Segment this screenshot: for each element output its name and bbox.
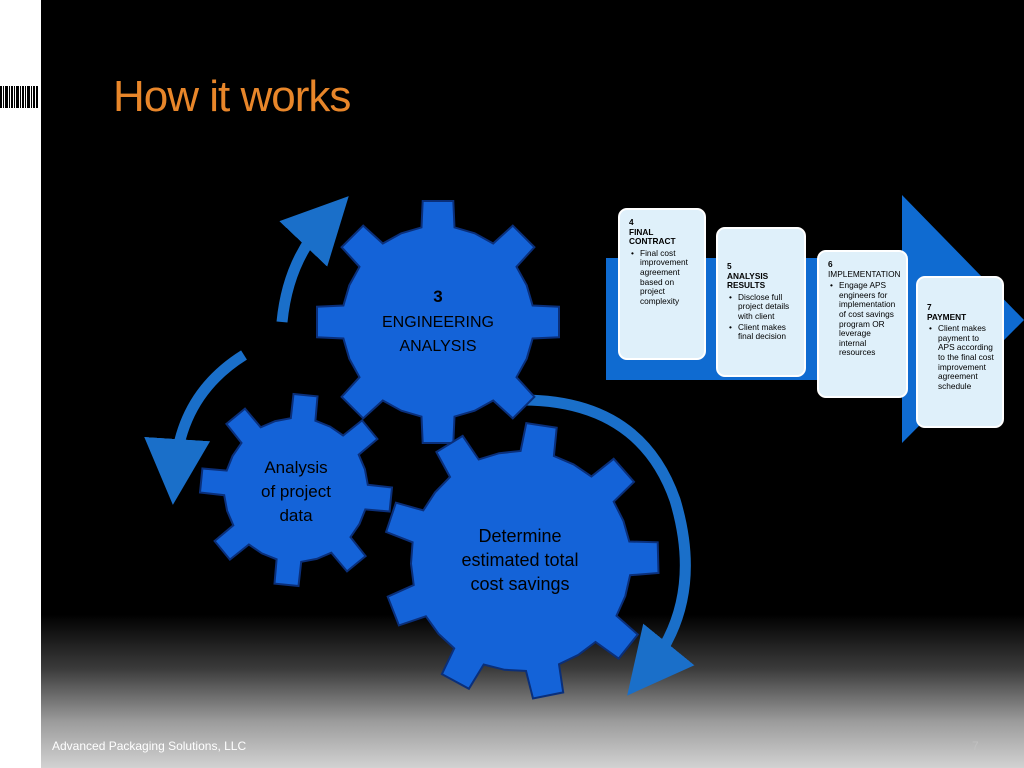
step-title: FINAL CONTRACT [629, 226, 676, 247]
gear-engineering-number: 3 [433, 287, 442, 306]
gear-analysis-project-data [198, 392, 394, 588]
gear-analysis-label-line1: Analysis [264, 458, 327, 477]
step-bullets: Disclose full project details with clien… [727, 292, 797, 342]
gear-analysis-label-line2: of project [261, 482, 331, 501]
barcode-icon [0, 86, 38, 108]
step-bullet: Disclose full project details with clien… [729, 292, 797, 322]
gear-engineering-label-line1: ENGINEERING [382, 314, 494, 331]
step-number: 6 [828, 259, 833, 269]
cycle-arrow-right [521, 394, 695, 696]
step-bullet: Client makes final decision [729, 322, 797, 342]
step-bullet: Final cost improvement agreement based o… [631, 248, 697, 307]
footer-page-number: 7 [972, 739, 979, 753]
footer-company: Advanced Packaging Solutions, LLC [52, 739, 247, 753]
step-number: 4 [629, 217, 634, 227]
step-number: 7 [927, 302, 932, 312]
step-card-implementation: 6 IMPLEMENTATION Engage APS engineers fo… [817, 250, 908, 398]
step-card-payment: 7 PAYMENT Client makes payment to APS ac… [916, 276, 1004, 428]
cycle-arrow-left [144, 350, 247, 505]
step-title: PAYMENT [927, 311, 967, 322]
step-card-final-contract: 4 FINAL CONTRACT Final cost improvement … [618, 208, 706, 360]
left-margin-strip [0, 0, 41, 768]
gear-savings-label-line1: Determine [478, 526, 561, 546]
step-card-analysis-results: 5 ANALYSIS RESULTS Disclose full project… [716, 227, 806, 377]
gear-determine-cost-savings [384, 421, 660, 700]
step-bullets: Final cost improvement agreement based o… [629, 248, 697, 307]
gear-savings-label-line3: cost savings [470, 574, 569, 594]
cycle-arrow-top [276, 196, 349, 323]
step-title: IMPLEMENTATION [828, 268, 901, 279]
gear-analysis-label-line3: data [279, 506, 313, 525]
step-title: ANALYSIS RESULTS [727, 270, 769, 291]
step-bullets: Client makes payment to APS according to… [927, 323, 995, 391]
step-bullets: Engage APS engineers for implementation … [828, 280, 899, 358]
step-bullet: Client makes payment to APS according to… [929, 323, 995, 391]
slide-title: How it works [113, 72, 351, 121]
gear-engineering-label-line2: ANALYSIS [399, 338, 476, 355]
step-number: 5 [727, 261, 732, 271]
step-bullet: Engage APS engineers for implementation … [830, 280, 899, 358]
gear-engineering-analysis [316, 200, 560, 444]
gear-savings-label-line2: estimated total [461, 550, 578, 570]
